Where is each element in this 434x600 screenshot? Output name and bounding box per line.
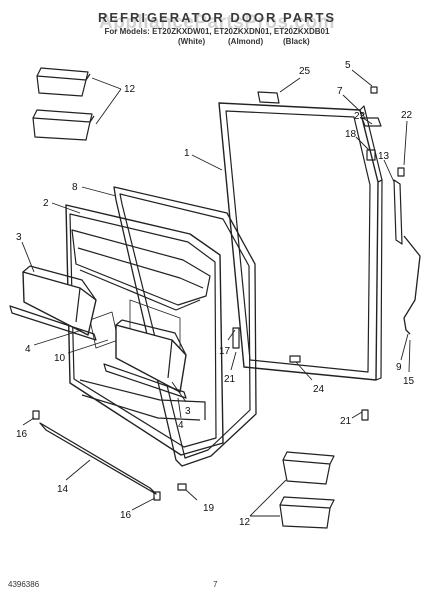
models-line: For Models: ET20ZKXDW01, ET20ZKXDN01, ET… (104, 27, 330, 36)
trim-screw (177, 483, 187, 491)
callout-16-left: 16 (16, 429, 28, 440)
callout-25: 25 (299, 66, 311, 77)
hinge-screw-left (32, 410, 40, 420)
callout-7: 7 (337, 86, 343, 97)
lower-door-bin (115, 319, 187, 393)
door-gasket (113, 186, 257, 467)
color-white: (White) (178, 37, 206, 46)
part-number: 4396386 (8, 580, 40, 589)
callout-5: 5 (345, 60, 351, 71)
callout-8: 8 (72, 182, 78, 193)
page-number: 7 (213, 580, 218, 589)
color-almond: (Almond) (228, 37, 264, 46)
door-stop (397, 167, 405, 177)
callout-9: 9 (396, 362, 402, 373)
callout-4-lower: 4 (178, 420, 184, 431)
bottom-hinge-screw (361, 409, 369, 421)
leader-lines (21, 69, 411, 517)
door-plug (289, 355, 301, 363)
dairy-bin-second (32, 109, 95, 141)
callout-21-mid: 21 (224, 374, 236, 385)
callout-15: 15 (403, 376, 415, 387)
callout-12-top: 12 (124, 84, 136, 95)
diagram-title: REFRIGERATOR DOOR PARTS (97, 10, 337, 25)
handle-bracket (393, 179, 403, 245)
callout-1: 1 (184, 148, 190, 159)
hinge-screw-right (153, 491, 161, 501)
handle-rod (403, 235, 421, 335)
color-black: (Black) (283, 37, 310, 46)
hinge-pin-cap (370, 86, 378, 94)
dairy-bin-fourth (279, 496, 335, 529)
callout-2: 2 (43, 198, 49, 209)
dairy-bin-top (36, 67, 91, 97)
callout-14: 14 (57, 484, 69, 495)
callout-3-lower: 3 (185, 406, 191, 417)
upper-bin-rail (9, 305, 97, 341)
upper-door-bin (22, 265, 97, 336)
callout-19: 19 (203, 503, 215, 514)
callout-17: 17 (219, 346, 231, 357)
callout-24: 24 (313, 384, 325, 395)
callout-18: 18 (345, 129, 357, 140)
outer-door-panel (218, 102, 383, 381)
callout-10: 10 (54, 353, 66, 364)
callout-3-upper: 3 (16, 232, 22, 243)
callout-22: 22 (401, 110, 413, 121)
callout-23: 23 (354, 111, 366, 122)
callout-13: 13 (378, 151, 390, 162)
lower-bin-rail (103, 363, 187, 399)
callout-21-bottom: 21 (340, 416, 352, 427)
hinge-plate (361, 117, 382, 127)
watermark: AppliancePartsPros.com (99, 12, 335, 33)
shelf-screws (232, 327, 240, 349)
dairy-bin-third (282, 451, 335, 485)
callout-16-bottom: 16 (120, 510, 132, 521)
bottom-trim (39, 422, 157, 495)
hinge-bushing (366, 149, 376, 161)
label-card (257, 91, 280, 104)
callout-12-bottom: 12 (239, 517, 251, 528)
callout-4-upper: 4 (25, 344, 31, 355)
